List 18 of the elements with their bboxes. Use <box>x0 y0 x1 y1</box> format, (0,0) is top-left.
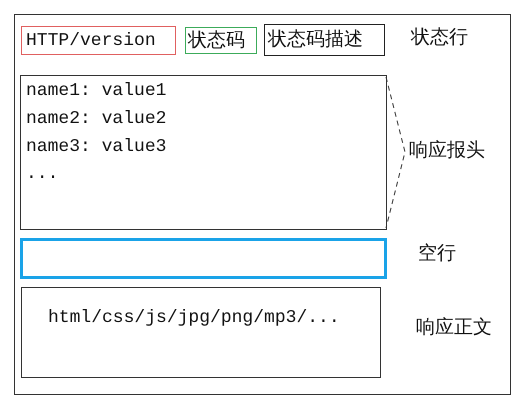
status-text: 状态码描述 <box>268 30 363 49</box>
header-line: ... <box>26 165 58 183</box>
body-box <box>21 287 381 378</box>
section-label: 空行 <box>418 244 456 263</box>
status-code-box <box>185 27 257 54</box>
status-code-text: 状态码 <box>188 31 245 50</box>
header-line: name2: value2 <box>26 110 166 128</box>
section-label: 响应正文 <box>416 318 492 337</box>
header-line: name1: value1 <box>26 82 166 100</box>
version-box <box>21 26 176 55</box>
header-box <box>20 75 387 230</box>
body-text: html/css/js/jpg/png/mp3/... <box>48 309 340 327</box>
status-text-box <box>264 24 385 56</box>
frame-box <box>14 14 511 395</box>
header-line: name3: value3 <box>26 138 166 156</box>
version-text: HTTP/version <box>26 32 156 50</box>
section-label: 响应报头 <box>409 141 485 160</box>
section-label: 状态行 <box>411 28 468 47</box>
